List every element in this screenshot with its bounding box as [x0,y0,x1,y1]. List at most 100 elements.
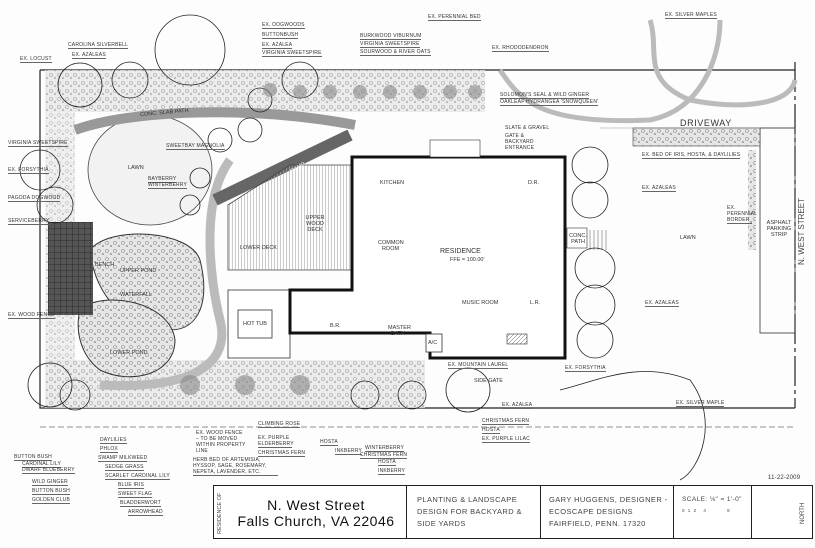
front-lawn-label: Lawn [680,235,696,241]
driveway [497,19,798,129]
plant-label: Ex. Wood Fence [8,312,55,319]
plant-label: Ex. Azalea [262,42,293,49]
plant-label: Blue Iris [118,482,144,489]
kitchen-label: Kitchen [380,180,405,186]
residence-outline [288,155,567,360]
description-line: Design for Backyard & [417,507,522,516]
plant-label: Daylilies [100,437,127,444]
scale-tick: 1 [687,508,691,513]
lower-deck-label: Lower Deck [240,245,277,251]
plant-label: Ex. Mountain Laurel [448,362,509,369]
scale-tick: 8 [727,508,730,513]
plant-label: Christmas Fern [258,450,306,457]
lower-pond [77,299,176,378]
plant-label: Phlox [100,446,118,453]
slate-gravel-label: Slate & Gravel [505,125,550,131]
conc-slab-path [73,107,356,135]
plant-label: Dwarf Blueberry [22,467,75,474]
stone-patio [48,222,93,315]
entry [429,139,481,158]
side-gate-label: Side Gate [474,378,503,384]
music-room-label: Music Room [462,300,499,306]
plant-label: Bladderwort [120,500,161,507]
plant-label: Ex. Azaleas [642,185,676,192]
plant-label: Buttonbush [262,32,299,39]
bench-label: Bench [95,262,115,268]
plant-label: Swamp Milkweed [98,455,148,462]
plant-label: Christmas Fern [482,418,530,425]
plant-label: Ex. Silver Maple [676,400,725,407]
asphalt-parking-label: Asphalt Parking Strip [766,220,792,238]
plant-label: Ex. Dogwoods [262,22,305,29]
scale-label: Scale: ⅛" = 1'-0" [682,496,742,503]
plant-label: Ex. Forsythia [8,167,49,174]
description-cell: Planting & Landscape Design for Backyard… [407,486,541,538]
upper-pond-label: Upper Pond [120,268,157,274]
master-bath-label: Master Bath [388,325,411,337]
plant-label: Ex. Perennial Border [727,205,758,224]
plant-label: Inkberry [378,468,406,475]
plant-label: Ex. Rhododendron [492,45,549,52]
plant-label: Ex. Bed of Iris, Hosta, & Daylilies [642,152,741,159]
description-line: Planting & Landscape [417,495,518,504]
plant-label: Wild Ginger [32,479,68,486]
plant-label: Scarlet Cardinal Lily [105,473,170,480]
plant-label: Ex. Azalea [502,402,533,409]
plant-label: Burkwood Viburnum [360,33,422,40]
plant-label: Sweetbay Magnolia [166,143,225,150]
address-line1: N. West Street [267,497,365,513]
plant-label: Bayberry [148,176,177,183]
plant-label: Oakleaf Hydrangea 'Snowqueen' [500,99,599,106]
scale-tick: 4 [703,508,706,513]
hot-tub-label: Hot Tub [243,321,267,327]
plant-label: Ex. Purple Lilac [482,436,530,443]
plant-label: Herb Bed of Artemisia, Hyssop, Sage, Ros… [193,457,278,476]
plant-label: Ex. Perennial Bed [428,14,481,21]
scale-tick: 2 [693,508,697,513]
dr-label: D.R. [528,180,539,186]
back-lawn-label: Lawn [128,165,144,171]
plant-label: Button Bush [14,454,52,461]
front-perennial-bed [632,127,761,147]
plant-label: Winterberry [365,445,405,452]
plant-label: Virginia Sweetspire [8,140,68,147]
plant-label: Climbing Rose [258,421,301,428]
ramp [212,129,353,206]
designer-cell: Gary Huggens, Designer - Ecoscape Design… [541,486,674,538]
plant-label: Christmas Fern [360,452,408,459]
plant-label: Solomon's Seal & Wild Ginger [500,92,590,99]
plant-label: Ex. Azaleas [645,300,679,307]
ffe-label: FFE = 100.00' [450,257,485,263]
shrub-row [180,83,482,395]
plant-label: Hosta [482,427,500,434]
upper-deck-label: Upper Wood Deck [305,215,325,233]
plant-label: Ex. Forsythia [565,365,606,372]
plant-label: Cardinal Lily [22,461,62,468]
plant-label: Hosta [378,459,396,466]
title-block: Residence of N. West Street Falls Church… [213,485,813,539]
designer-line: Gary Huggens, Designer - [549,495,668,504]
perennial-border [748,150,756,250]
lr-label: L.R. [530,300,541,306]
street-label: N. West Street [797,198,806,265]
plant-label: Ex. Wood Fence – to be moved within prop… [196,430,246,454]
front-steps [589,230,607,250]
plant-label: Sedge Grass [105,464,144,471]
waterfall-label: Waterfall [120,292,153,298]
br-label: B.R. [330,323,341,329]
scale-tick: 0 [682,508,685,513]
plant-label: Virginia Sweetspire [360,41,420,48]
scale-ticks: 0 1 2 4 8 [682,508,730,513]
address-line2: Falls Church, VA 22046 [237,513,395,529]
asphalt-parking-strip [759,127,796,334]
hot-tub [237,309,273,339]
designer-line: Ecoscape Designs [549,507,633,516]
plant-label: Hosta [320,439,338,446]
residence-of-label: Residence of [217,492,223,534]
plant-label: Ex. Azaleas [72,52,106,59]
plant-label: Sourwood & River Oats [360,49,431,56]
plant-label: Winterberry [148,182,188,189]
conc-path [566,227,588,249]
description-line: Side Yards [417,519,466,528]
